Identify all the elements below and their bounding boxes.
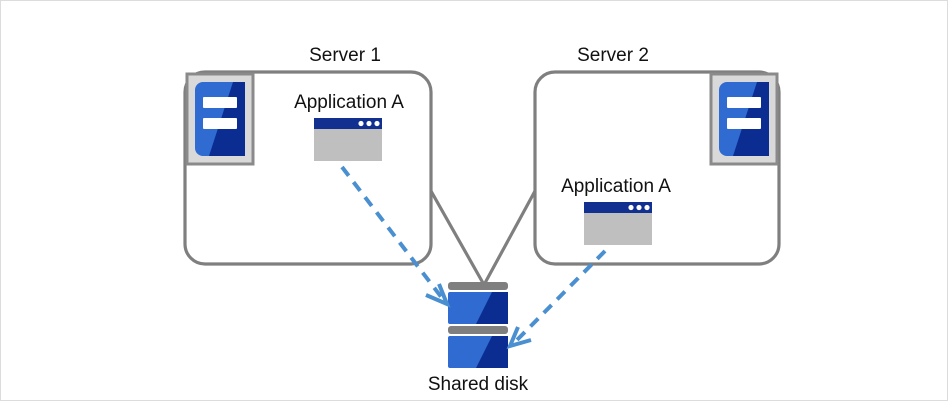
app-a-server1-access-arrowhead	[425, 283, 451, 308]
app-a-server2-access	[506, 249, 607, 350]
disk-bar-bottom	[448, 326, 508, 334]
application-window-dot-2	[366, 120, 372, 127]
application-window-dot-3	[644, 204, 650, 211]
application-window-titlebar	[314, 118, 382, 129]
server-icon	[709, 72, 779, 166]
server-icon-bar-top	[203, 97, 237, 108]
connector-lines	[429, 189, 537, 285]
disk-platter-top-shadow	[476, 292, 508, 324]
app-a-server2-access-line	[513, 249, 607, 344]
server-icon-bar-bottom	[203, 118, 237, 129]
server1-application-label: Application A	[294, 92, 404, 113]
server-icon	[185, 72, 255, 166]
application-window-dot-3	[374, 120, 380, 127]
server2-to-disk-link	[483, 189, 537, 285]
server1-to-disk-link	[429, 189, 485, 285]
shared-disk-group[interactable]: Shared disk	[428, 282, 529, 395]
application-window-titlebar	[584, 202, 652, 213]
application-window-dot-1	[628, 204, 634, 211]
shared-disk-label: Shared disk	[428, 374, 529, 395]
disk-platter-top	[448, 292, 508, 324]
app-a-server1-access	[340, 165, 451, 308]
app-a-server2-access-arrowhead	[506, 326, 532, 350]
application-window-icon[interactable]	[584, 202, 652, 245]
disk-platter-bottom	[448, 336, 508, 368]
disk-platter-bottom-shadow	[476, 336, 508, 368]
access-arrows	[340, 165, 607, 350]
application-window-dot-1	[358, 120, 364, 127]
disk-bar-top	[448, 282, 508, 290]
application-window-body	[584, 213, 652, 245]
server-icon-bar-bottom	[727, 118, 761, 129]
server2-group[interactable]: Server 2 Application A	[533, 45, 781, 266]
server1-title: Server 1	[309, 45, 381, 66]
app-a-server1-access-line	[340, 165, 444, 300]
server1-group[interactable]: Server 1 Application A	[183, 45, 433, 266]
application-window-dot-2	[636, 204, 642, 211]
server2-title: Server 2	[577, 45, 649, 66]
application-window-body	[314, 129, 382, 161]
application-window-icon[interactable]	[314, 118, 382, 161]
server-icon-bar-top	[727, 97, 761, 108]
server2-application-label: Application A	[561, 176, 671, 197]
